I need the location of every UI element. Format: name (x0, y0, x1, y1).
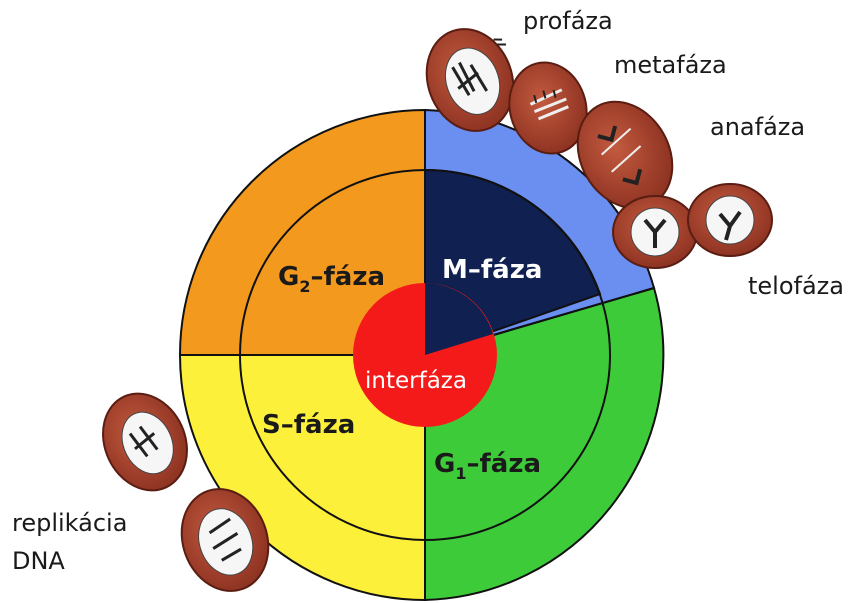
g1-label-sub: 1 (455, 464, 466, 483)
replication-cell-bottom-icon (180, 488, 270, 592)
g1-label-main: G (434, 449, 455, 479)
anaphase-label: anafáza (710, 113, 806, 141)
interphase-label: interfáza (365, 368, 467, 394)
m-phase-center-overlap (425, 283, 493, 355)
g2-phase-sector (178, 108, 426, 356)
anaphase-cell-icon (576, 100, 674, 210)
metaphase-label: metafáza (614, 51, 727, 79)
g1-label-suffix: –fáza (466, 449, 541, 479)
g2-label-suffix: –fáza (310, 262, 385, 292)
prophase-cell-icon (425, 28, 515, 132)
prophase-label: profáza (523, 7, 613, 35)
s-phase-label: S–fáza (262, 410, 355, 440)
g2-label-main: G (278, 262, 299, 292)
m-phase-label: M–fáza (442, 255, 542, 285)
replication-label-line2: DNA (12, 547, 65, 575)
metaphase-cell-icon (508, 61, 588, 155)
replication-label-line1: replikácia (12, 509, 128, 537)
g2-label-sub: 2 (299, 277, 310, 296)
g1-phase-label: G1–fáza (434, 449, 541, 483)
telophase-cell-icon (612, 183, 773, 269)
telophase-label: telofáza (748, 272, 844, 300)
g2-phase-label: G2–fáza (278, 262, 385, 296)
replication-cell-top-icon (102, 392, 188, 492)
